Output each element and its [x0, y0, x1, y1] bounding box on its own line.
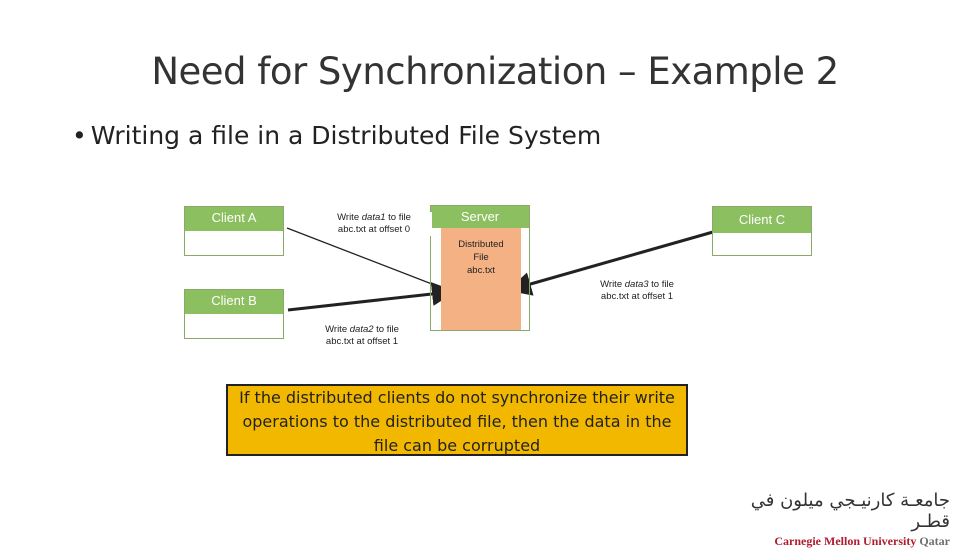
client-c-label: Client C — [713, 207, 811, 233]
write-label-b: Write data2 to file abc.txt at offset 1 — [304, 324, 420, 348]
write-b-line2: abc.txt at offset 1 — [325, 336, 399, 347]
client-b-label: Client B — [185, 290, 283, 314]
warning-callout: If the distributed clients do not synchr… — [226, 384, 688, 456]
file-line-2: File — [473, 252, 489, 263]
write-a-prefix: Write — [337, 212, 362, 223]
write-b-prefix: Write — [325, 324, 350, 335]
client-a-label: Client A — [185, 207, 283, 231]
client-b-body — [185, 314, 283, 338]
arrow-client-b-to-server — [287, 282, 456, 312]
logo-qatar: Qatar — [919, 534, 950, 548]
write-b-data: data2 — [349, 324, 374, 335]
client-c-body — [713, 233, 811, 255]
logo-cmu: Carnegie Mellon University — [774, 534, 917, 548]
client-c-box: Client C — [712, 206, 812, 256]
client-a-box: Client A — [184, 206, 284, 256]
bullet-point: •Writing a file in a Distributed File Sy… — [72, 121, 601, 150]
write-a-line2: abc.txt at offset 0 — [337, 224, 411, 235]
write-c-prefix: Write — [600, 279, 625, 290]
bullet-marker: • — [72, 121, 87, 150]
logo-english-text: Carnegie Mellon University Qatar — [750, 534, 950, 549]
write-a-data: data1 — [361, 212, 386, 223]
client-b-box: Client B — [184, 289, 284, 339]
cmu-qatar-logo: جامعـة كارنيـجي ميلون في قطـر Carnegie M… — [750, 490, 950, 549]
write-c-suffix: to file — [648, 279, 674, 290]
distributed-file-label: Distributed File abc.txt — [441, 228, 521, 277]
client-a-body — [185, 231, 283, 255]
server-box: Server Distributed File abc.txt — [430, 205, 530, 331]
slide-title: Need for Synchronization – Example 2 — [151, 50, 839, 93]
file-line-1: Distributed — [458, 239, 504, 250]
write-c-line2: abc.txt at offset 1 — [600, 291, 674, 302]
logo-arabic-text: جامعـة كارنيـجي ميلون في قطـر — [750, 490, 950, 532]
bullet-text: Writing a file in a Distributed File Sys… — [90, 121, 602, 150]
server-label: Server — [431, 206, 529, 228]
write-label-c: Write data3 to file abc.txt at offset 1 — [574, 279, 700, 303]
write-label-a: Write data1 to file abc.txt at offset 0 — [316, 212, 432, 236]
arrow-client-c-to-server — [507, 230, 714, 296]
arrow-client-a-to-server — [286, 227, 453, 294]
write-b-suffix: to file — [373, 324, 399, 335]
server-body: Distributed File abc.txt — [441, 228, 521, 330]
write-a-suffix: to file — [385, 212, 411, 223]
file-line-3: abc.txt — [467, 265, 495, 276]
write-c-data: data3 — [624, 279, 649, 290]
